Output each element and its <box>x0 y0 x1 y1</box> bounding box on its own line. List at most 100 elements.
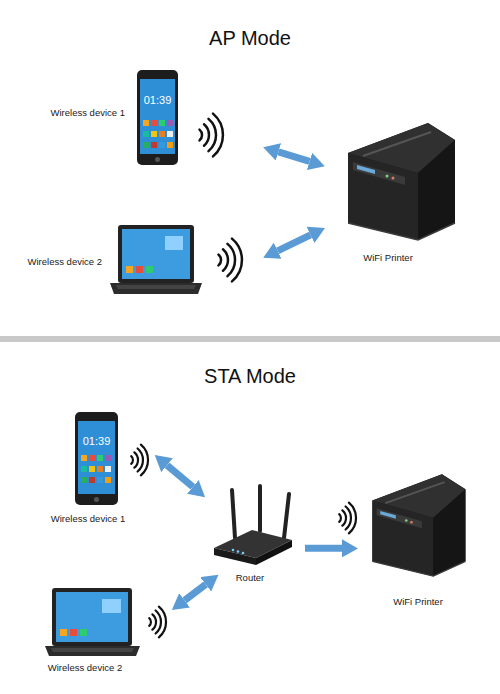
antenna <box>232 490 235 538</box>
wifi-arrow <box>167 465 193 487</box>
wave-arc <box>349 503 356 534</box>
laptop-base <box>110 283 202 294</box>
screen-window <box>165 236 183 250</box>
app-icon <box>70 629 77 636</box>
router-antennas <box>232 486 289 538</box>
wifi-arrow <box>185 584 206 600</box>
phone-button <box>94 497 99 502</box>
device-node: Wireless device 2 <box>45 588 140 656</box>
laptop-keys <box>116 285 196 289</box>
clock-text: 01:39 <box>83 435 111 448</box>
device-caption: Wireless device 1 <box>51 513 125 525</box>
app-icon <box>97 455 103 461</box>
printer-node: WiFi Printer <box>343 118 455 240</box>
app-icon <box>143 131 149 137</box>
app-icon <box>143 142 149 148</box>
wave-arc <box>131 456 133 464</box>
app-icon <box>89 477 95 483</box>
app-icon <box>151 131 157 137</box>
router-front <box>214 548 256 565</box>
app-icon <box>159 131 165 137</box>
wave-arc <box>342 510 346 525</box>
wave-arc <box>223 249 228 270</box>
app-icon <box>105 477 111 483</box>
app-icon <box>81 477 87 483</box>
laptop-keys <box>51 648 134 652</box>
app-icon <box>81 466 87 472</box>
antenna <box>284 494 289 538</box>
wifi-waves <box>339 503 356 534</box>
router-side <box>256 540 292 565</box>
app-icon <box>81 455 87 461</box>
wave-arc <box>138 449 143 472</box>
screen-window <box>102 599 121 613</box>
wave-arc <box>213 114 223 157</box>
wave-arc <box>200 130 203 141</box>
printer-node: WiFi Printer <box>368 470 465 576</box>
device-node: Wireless device 1 <box>137 70 178 165</box>
wave-arc <box>159 607 166 638</box>
phone-screen <box>140 79 175 154</box>
app-icon <box>159 142 165 148</box>
app-icon <box>105 455 111 461</box>
app-icon <box>89 466 95 472</box>
wave-arc <box>149 618 151 626</box>
app-icon <box>89 455 95 461</box>
wifi-waves <box>149 607 166 638</box>
wave-arc <box>228 244 236 276</box>
device-caption: Wireless device 2 <box>28 256 102 268</box>
app-icon <box>80 629 87 636</box>
wave-arc <box>339 514 341 522</box>
device-caption: Wireless device 1 <box>51 107 125 119</box>
app-icon <box>126 266 133 273</box>
device-caption: WiFi Printer <box>393 596 443 608</box>
wifi-waves <box>131 445 148 476</box>
wave-arc <box>156 611 161 634</box>
laptop-screen <box>122 229 190 279</box>
printer-figure <box>372 474 465 576</box>
phone-button <box>155 157 160 162</box>
device-node: Wireless device 2 <box>110 225 202 295</box>
antenna <box>258 486 262 531</box>
laptop-screen <box>56 592 128 642</box>
app-icon <box>167 142 173 148</box>
wave-arc <box>141 445 148 476</box>
device-caption: WiFi Printer <box>363 252 413 264</box>
app-icon <box>167 120 173 126</box>
app-icon <box>105 466 111 472</box>
wave-arc <box>152 614 156 629</box>
laptop-frame <box>52 588 132 646</box>
wifi-arrow <box>278 235 311 251</box>
app-icon <box>151 120 157 126</box>
app-icon <box>146 266 153 273</box>
separator-bar <box>0 336 500 342</box>
laptop-frame <box>118 225 194 283</box>
app-icon <box>97 477 103 483</box>
printer-figure <box>348 123 455 240</box>
router-led <box>232 549 235 552</box>
wifi-waves <box>200 114 223 157</box>
app-icon <box>151 142 157 148</box>
router-led <box>242 552 245 555</box>
wave-arc <box>204 124 209 145</box>
phone-screen <box>78 421 115 494</box>
device-caption: Router <box>236 572 265 584</box>
wave-arc <box>219 255 222 266</box>
router-node: Router <box>212 485 292 565</box>
wifi-waves <box>219 239 242 282</box>
wifi-arrow <box>305 545 342 552</box>
app-icon <box>167 131 173 137</box>
app-icon <box>97 466 103 472</box>
app-icon <box>159 120 165 126</box>
wave-arc <box>232 239 242 282</box>
router-led <box>237 550 240 553</box>
app-icon <box>60 629 67 636</box>
wave-arc <box>134 452 138 467</box>
device-caption: Wireless device 2 <box>48 662 122 674</box>
clock-text: 01:39 <box>144 94 172 107</box>
phone-body <box>75 412 118 505</box>
wave-arc <box>346 507 351 530</box>
